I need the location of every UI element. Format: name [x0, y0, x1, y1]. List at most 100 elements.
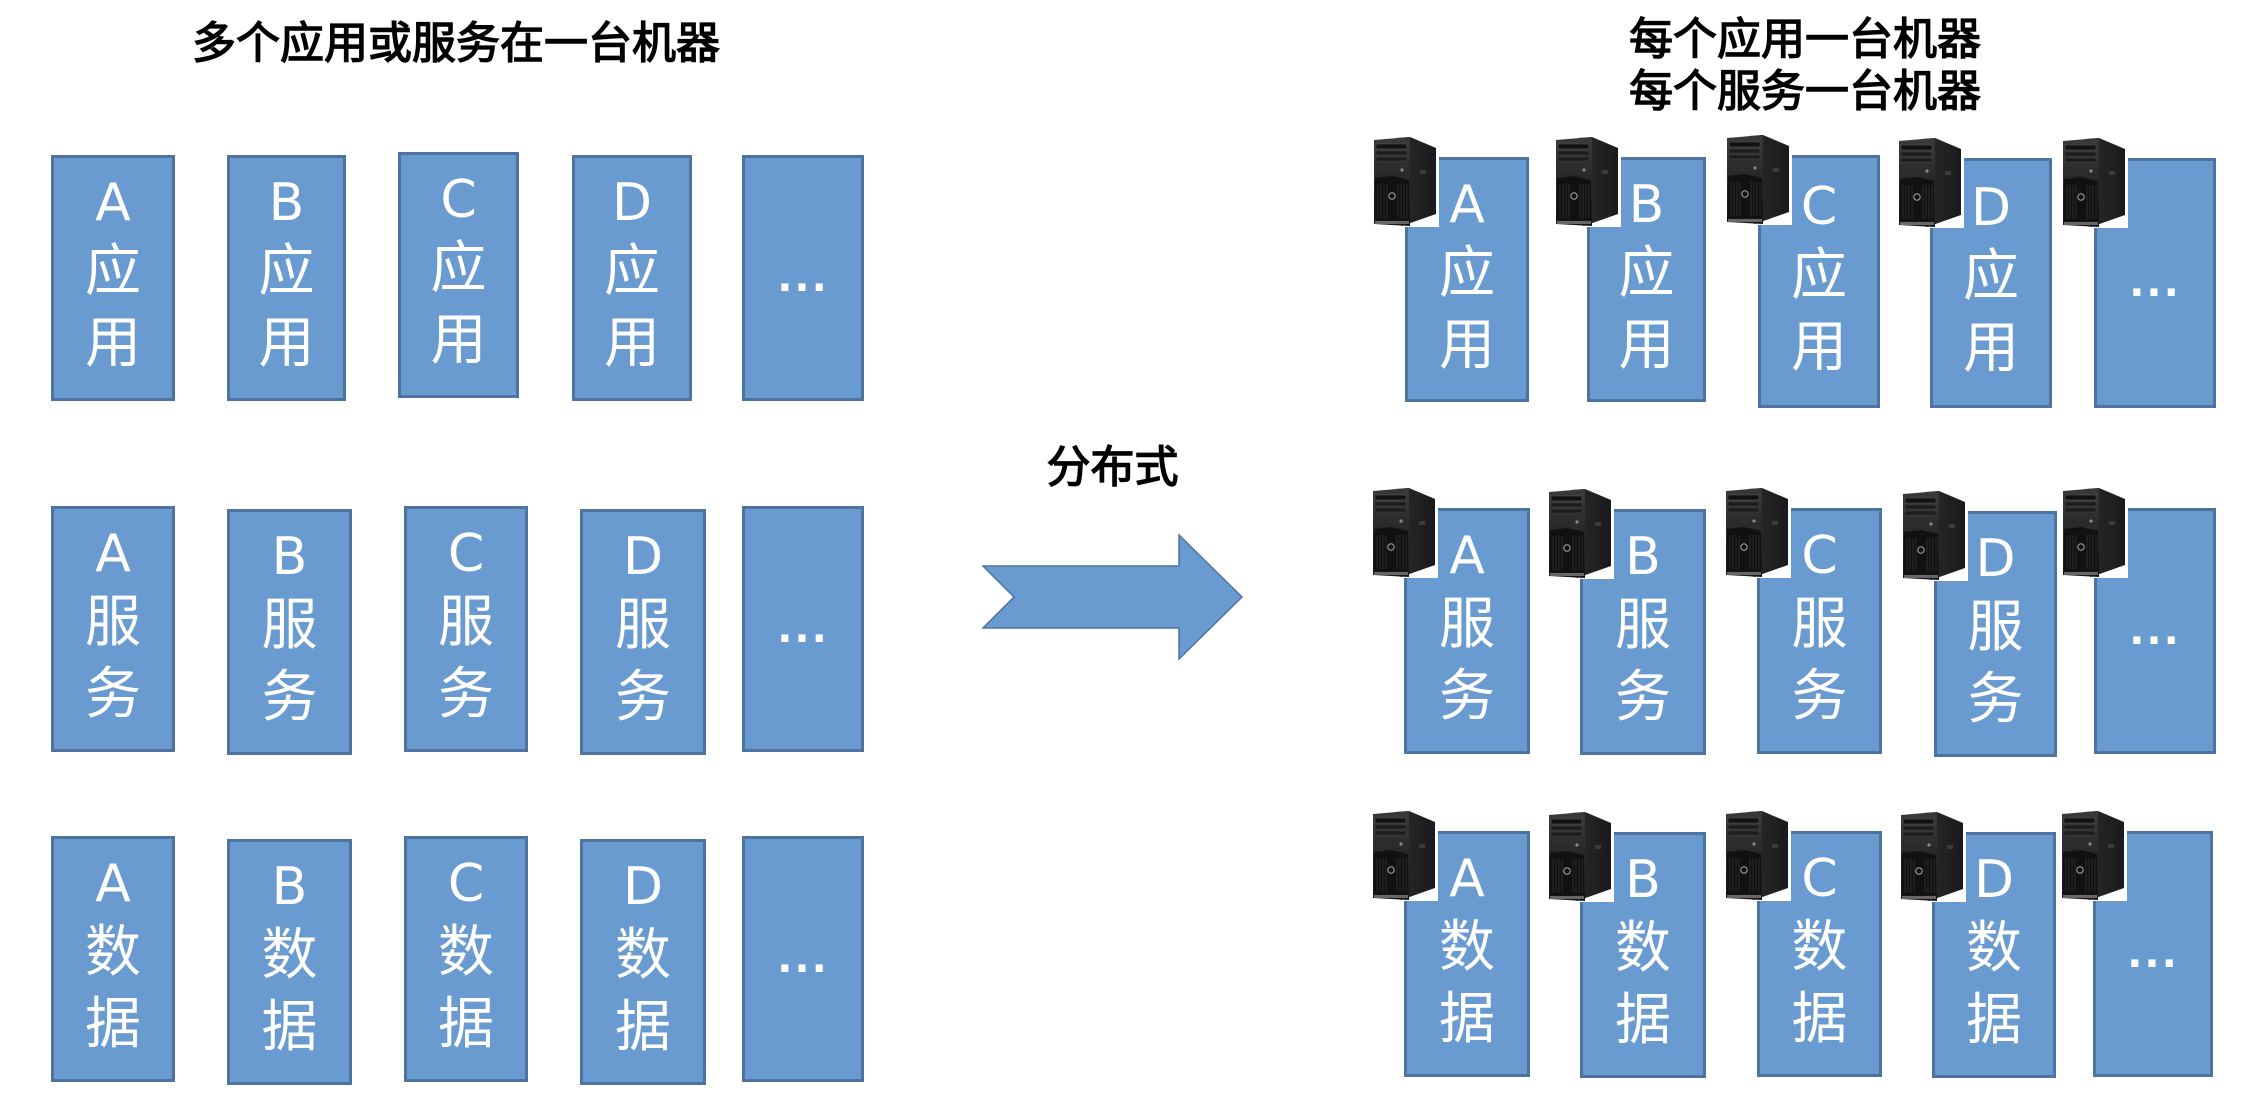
box-letter: B [271, 527, 308, 587]
box-letter: A [1449, 174, 1485, 235]
ellipsis-label: ... [777, 255, 829, 301]
box-letter: A [95, 524, 131, 584]
box-label-char: 应 [85, 239, 141, 304]
box-label-char: 应 [430, 236, 487, 301]
ellipsis-label: ... [777, 606, 829, 652]
box-label-char: 用 [258, 311, 315, 376]
box-label-char: 数 [261, 923, 318, 988]
box-letter: D [622, 527, 664, 587]
box-label-char: 务 [261, 665, 318, 730]
box-label-char: 务 [1615, 665, 1671, 730]
box-label-char: 数 [1439, 915, 1495, 980]
server-tower-icon [1371, 487, 1437, 579]
right-panel-title: 每个应用一台机器 每个服务一台机器 [1620, 14, 1990, 118]
server-tower-icon [1899, 811, 1965, 903]
box-label-char: 服 [261, 593, 318, 658]
right-panel-title-line-2: 每个服务一台机器 [1629, 66, 1981, 117]
box-letter: A [95, 173, 131, 233]
server-tower-icon [1554, 136, 1620, 228]
server-tower-icon [2060, 810, 2126, 902]
server-tower-icon [2061, 487, 2127, 579]
box-label-char: 服 [1439, 592, 1495, 657]
box-letter: C [447, 854, 485, 914]
server-tower-icon [1901, 490, 1967, 582]
box-letter: C [1801, 526, 1838, 586]
box-label-char: 服 [1791, 592, 1848, 657]
box-letter: D [1975, 529, 2016, 589]
box-letter: B [1628, 174, 1665, 235]
box-letter: A [1449, 849, 1485, 909]
box-label-char: 据 [1966, 988, 2022, 1053]
ellipsis-label: ... [2129, 260, 2181, 306]
box-letter: D [622, 857, 664, 917]
box-label-char: 据 [615, 995, 671, 1060]
server-tower-icon [1724, 487, 1790, 579]
box-label-char: 服 [85, 590, 141, 655]
box-label-char: 务 [85, 662, 141, 727]
box-letter: B [1625, 527, 1661, 587]
box-label-char: 数 [615, 923, 671, 988]
box-label-char: 服 [1967, 595, 2024, 660]
box-label-char: 用 [430, 308, 487, 373]
box-label-char: 务 [438, 662, 494, 727]
box-label-char: 数 [438, 920, 494, 985]
box-label-char: 应 [604, 239, 660, 304]
right-panel-title-line-1: 每个应用一台机器 [1629, 14, 1981, 65]
left-box-applications-more: ... [742, 155, 864, 401]
box-label-char: 应 [1618, 240, 1675, 306]
box-label-char: 用 [1963, 316, 2019, 381]
arrow-shape [981, 533, 1244, 661]
box-label-char: 用 [1439, 312, 1495, 378]
server-tower-icon [1724, 810, 1790, 902]
box-label-char: 数 [85, 920, 141, 985]
distributed-label: 分布式 [1046, 442, 1179, 493]
ellipsis-label: ... [2129, 608, 2181, 654]
box-label-char: 据 [85, 992, 141, 1057]
box-letter: C [447, 524, 485, 584]
box-label-char: 用 [85, 311, 141, 376]
box-label-char: 应 [258, 239, 315, 304]
server-tower-icon [1897, 137, 1963, 229]
box-letter: C [440, 170, 477, 230]
box-label-char: 应 [1439, 240, 1495, 306]
box-letter: C [1801, 849, 1838, 909]
box-label-char: 服 [1615, 593, 1671, 658]
right-arrow-icon [981, 533, 1244, 661]
box-label-char: 数 [1791, 915, 1848, 980]
box-label-char: 服 [615, 593, 671, 658]
server-tower-icon [1547, 488, 1613, 580]
box-letter: B [268, 173, 305, 233]
box-label-char: 用 [1791, 314, 1847, 380]
box-letter: B [1625, 850, 1661, 910]
box-label-char: 据 [1439, 987, 1495, 1052]
box-letter: C [1800, 176, 1838, 237]
box-letter: B [271, 857, 308, 917]
box-letter: A [95, 854, 131, 914]
box-label-char: 用 [1618, 312, 1675, 378]
